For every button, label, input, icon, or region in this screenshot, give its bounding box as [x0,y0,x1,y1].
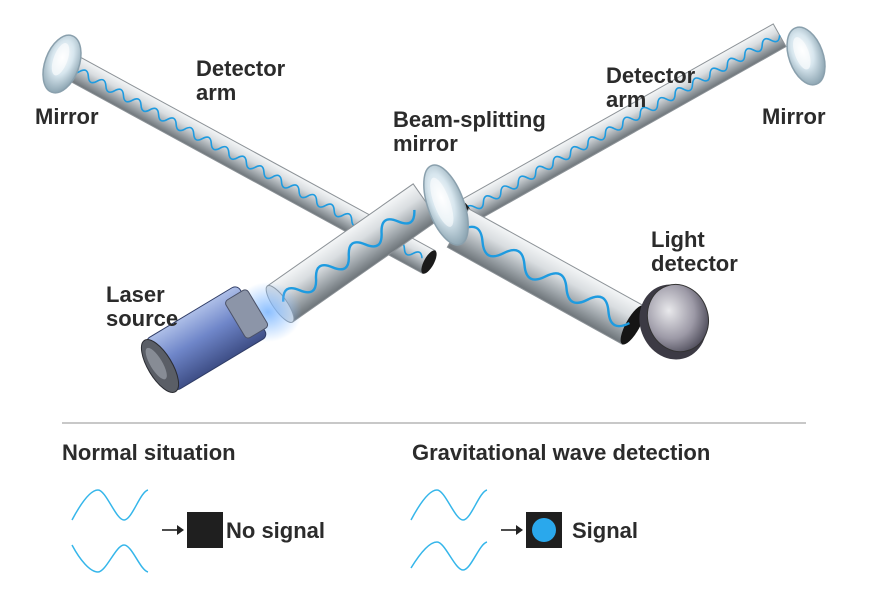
mirror-right [786,26,826,86]
legend-gw-waves [410,489,488,571]
legend-no-signal-text: No signal [226,518,326,543]
label-beam-splitter: Beam-splitting mirror [393,108,546,156]
label-beam-splitter-line2: mirror [393,131,458,156]
laser-source [140,282,302,393]
label-laser-source-line2: source [106,306,179,331]
legend-normal-wave-bottom [71,544,149,573]
legend-gw-wave-top [410,489,488,521]
beam-wave-laser-tube [282,209,416,302]
label-light-detector: Light detector [651,228,738,276]
no-signal-box [187,512,223,548]
label-laser-source-line1: Laser [106,282,165,307]
label-detector-arm-right-line2: arm [606,87,647,112]
label-mirror-right: Mirror [762,104,826,129]
legend-normal-title: Normal situation [62,440,236,465]
legend-normal-wave-top [71,489,149,521]
signal-dot [532,518,556,542]
label-mirror-left: Mirror [35,104,99,129]
label-light-detector-line2: detector [651,251,738,276]
legend-signal-text: Signal [572,518,639,543]
mirror-left [42,34,82,94]
beam-splitting-mirror [423,164,469,246]
label-detector-arm-left: Detector arm [196,57,285,105]
label-beam-splitter-line1: Beam-splitting [393,107,546,132]
label-detector-arm-right-line1: Detector [606,63,696,88]
beam-wave-detector-tube [460,225,630,328]
label-detector-arm-right: Detector arm [606,64,695,112]
light-detector [639,284,709,360]
legend-gw-title: Gravitational wave detection [412,440,711,465]
legend-gw-wave-bottom [410,541,488,571]
beam-wave-right-arm [465,35,781,213]
legend-normal-arrow [162,525,184,535]
label-light-detector-line1: Light [651,227,705,252]
legend-normal-waves [71,489,149,573]
label-detector-arm-left-line2: arm [196,80,237,105]
label-detector-arm-left-line1: Detector [196,56,286,81]
detector-tube [446,208,646,345]
legend-gw-arrow [501,525,523,535]
label-laser-source: Laser source [106,283,178,331]
